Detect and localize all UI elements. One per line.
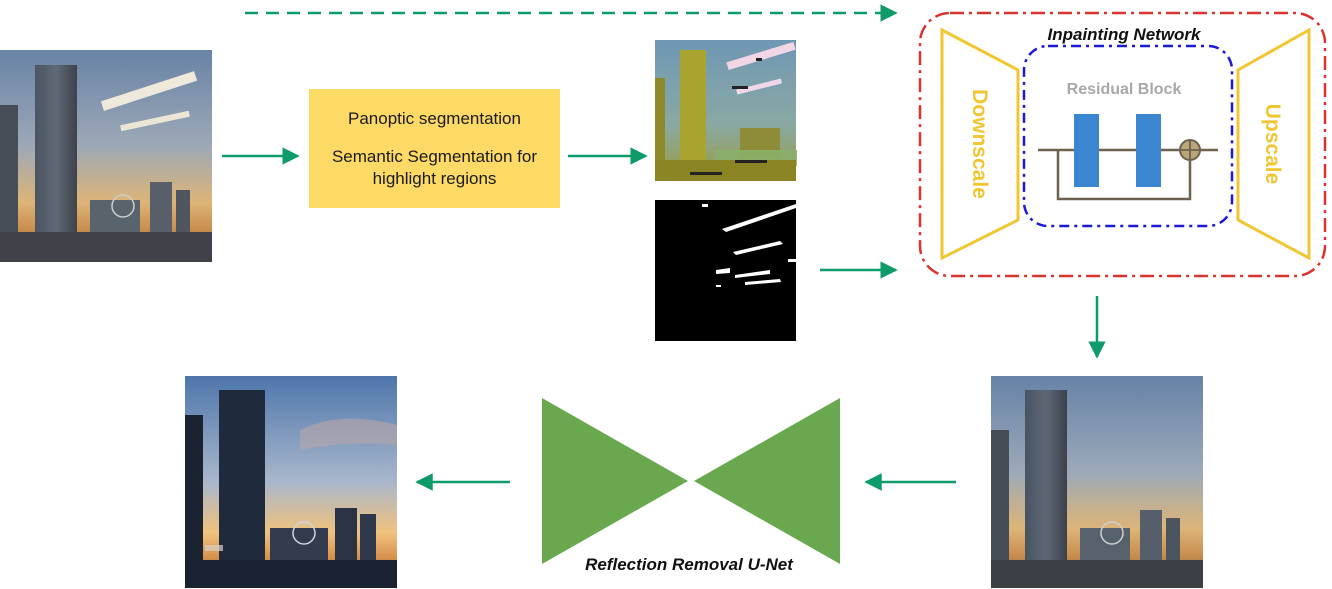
inpainting-network-frame [918,11,1327,278]
unet-label: Reflection Removal U-Net [585,555,794,574]
inpainted-image [991,376,1203,588]
sum-node-icon [1179,139,1201,161]
conv-block-2 [1136,114,1161,187]
output-image [185,376,397,588]
residual-block-label: Residual Block [1067,81,1182,98]
input-image [0,50,212,262]
residual-block-frame [1022,44,1234,228]
downscale-trapezoid [940,27,1020,261]
inpainting-network-title: Inpainting Network [1048,25,1203,44]
segmentation-box: Panoptic segmentation Semantic Segmentat… [309,89,560,208]
highlight-mask-image [655,200,796,341]
panoptic-segmentation-label: Panoptic segmentation [348,108,521,128]
upscale-label: Upscale [1261,104,1284,185]
upscale-trapezoid [1236,27,1311,261]
semantic-segmentation-label: Semantic Segmentation for highlight regi… [331,146,538,188]
conv-block-1 [1074,114,1099,187]
segmentation-overlay-image [655,40,797,181]
unet-shape [542,398,840,564]
downscale-label: Downscale [968,89,991,199]
